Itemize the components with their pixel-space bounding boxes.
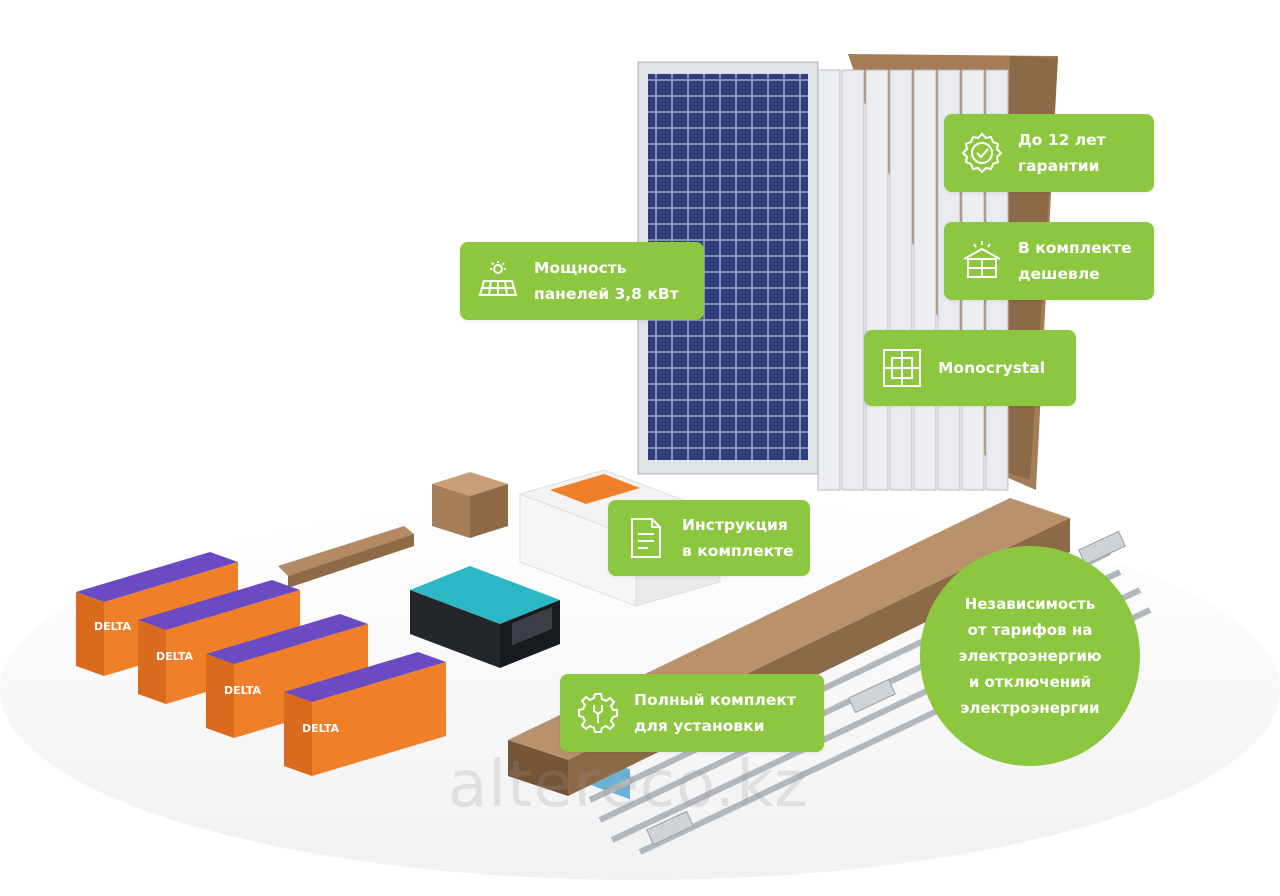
badge-manual: Инструкция в комплекте (608, 500, 810, 576)
badge-monocrystal-text: Monocrystal (938, 359, 1046, 377)
cell-grid-icon (883, 349, 921, 387)
watermark: altereco.kz (448, 748, 809, 822)
small-box (432, 472, 508, 538)
seal-check-icon (961, 132, 1003, 174)
document-icon (631, 518, 661, 558)
rail-clamps (646, 530, 1126, 846)
badge-manual-text: Инструкция в комплекте (682, 516, 794, 560)
badge-monocrystal: Monocrystal (864, 330, 1076, 406)
inverter-unit (410, 566, 560, 668)
gear-wrench-icon (578, 693, 618, 733)
badge-cheaper-text: В комплекте дешевле (1018, 239, 1132, 283)
house-discount-icon (963, 241, 1001, 278)
battery-4: DELTA (284, 652, 446, 776)
independence-circle: Независимость от тарифов на электроэнерг… (920, 546, 1140, 766)
badge-panel-power: Мощность панелей 3,8 кВт (460, 242, 704, 320)
svg-text:DELTA: DELTA (156, 650, 193, 663)
badge-full-kit-text: Полный комплект для установки (634, 691, 796, 735)
badge-cheaper: В комплекте дешевле (944, 222, 1154, 300)
svg-text:DELTA: DELTA (224, 684, 261, 697)
svg-text:DELTA: DELTA (302, 722, 339, 735)
badge-warranty-text: До 12 лет гарантии (1018, 131, 1106, 175)
battery-3: DELTA (206, 614, 368, 738)
battery-brand-text: DELTA (94, 620, 131, 633)
badge-full-kit: Полный комплект для установки (560, 674, 824, 752)
badge-panel-power-text: Мощность панелей 3,8 кВт (534, 259, 679, 303)
solar-panel-sun-icon (478, 261, 518, 296)
mounting-stick-box (278, 526, 414, 588)
badge-warranty: До 12 лет гарантии (944, 114, 1154, 192)
